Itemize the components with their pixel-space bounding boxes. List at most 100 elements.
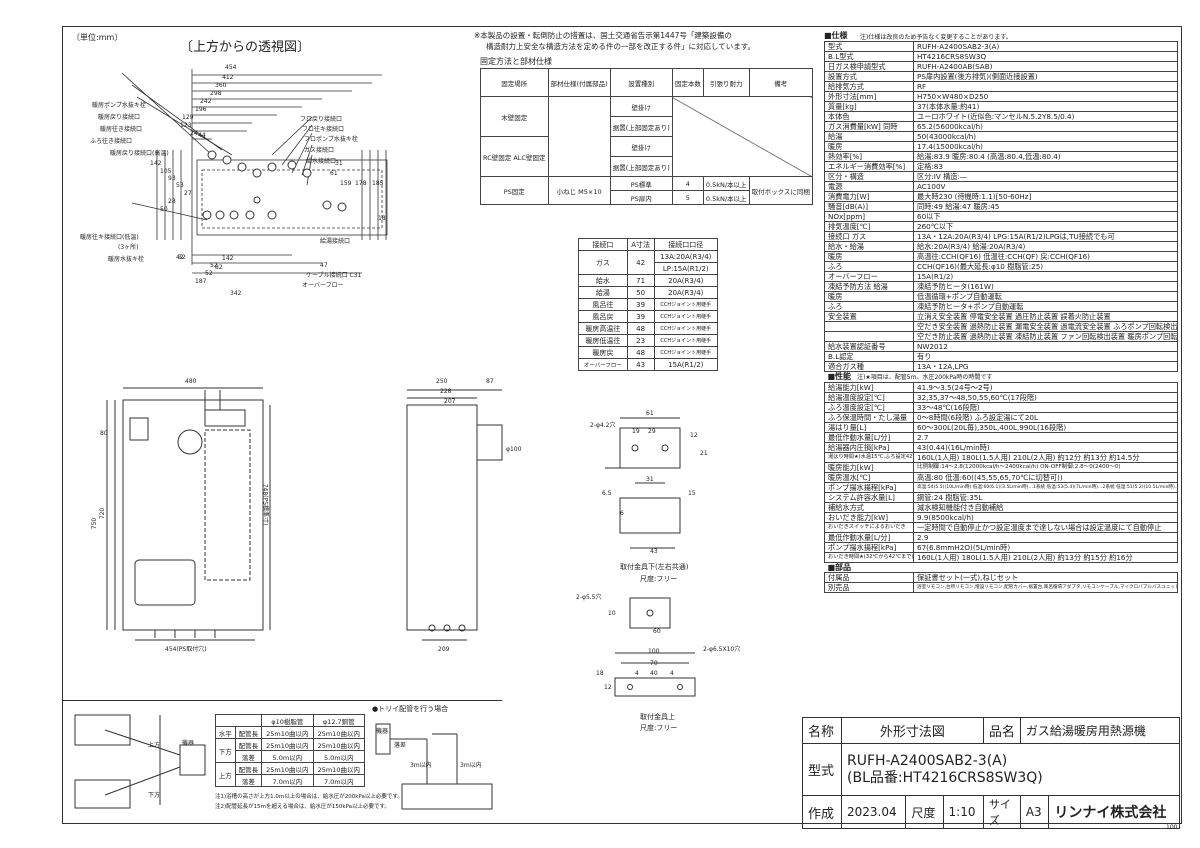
pipe-cell: 25m10曲以内 — [261, 762, 314, 775]
spec-value: 比例制御:14～2.8(12000kcal/h～2400kcal/h) ON-O… — [913, 462, 1178, 473]
spec-row: 空だき安全装置 過熱防止装置 漏電安全装置 過電流安全装置 ふろポンプ回転検出装… — [824, 321, 1178, 332]
spec-row: おいだきスイッチによるおいだき一定時間で自動停止かつ設定温度まで達しない場合は設… — [824, 522, 1178, 533]
conn-cell: 71 — [626, 274, 655, 287]
label-heating-return: 暖房戻り接続口 — [98, 114, 141, 121]
conn-cell: 暖房戻 — [578, 346, 628, 359]
spec-row: おいだき時間★(32℃から42℃まで)160L(1人用) 180L(1.5人用)… — [824, 552, 1178, 563]
label-cable: ケーブル接続口 C31 — [306, 272, 362, 279]
fix-cell: 木壁固定 — [480, 96, 549, 137]
trap-title: ●トリイ配管を行う場合 — [372, 705, 449, 713]
spec-key: ポンプ揚水揚程[kPa] — [824, 542, 914, 553]
front-dim-454: 454(PS取付穴) — [165, 646, 207, 653]
spec-key: 付属品 — [824, 572, 914, 583]
spec-key: 排気温度[℃] — [824, 221, 914, 232]
fix-cell: 4 — [671, 176, 704, 191]
label-water: 給水接続口 — [306, 158, 337, 165]
pipe-cell: 25m10曲以内 — [312, 738, 366, 751]
spec-key: 給湯器内圧損[kPa] — [824, 442, 914, 453]
spec-key: 暖房能力[kW] — [824, 462, 914, 473]
spec-value: RUFH-A2400SAB2-3(A) — [913, 41, 1178, 52]
spec-key — [824, 331, 914, 342]
bracket-lower-drawing — [605, 417, 681, 549]
pipe-cell: 落差 — [234, 774, 263, 787]
b2-4b: 4 — [670, 670, 674, 677]
spec-key: 給水・給湯 — [824, 241, 914, 252]
spec-key: おいだき能力[kW] — [824, 512, 914, 523]
spec-value: 減水検知機能付き自動補給 — [913, 502, 1178, 513]
spec-key: おいだきスイッチによるおいだき — [824, 522, 914, 533]
pipe-cell: 配管長 — [234, 762, 263, 775]
dim-b-82: 82 — [215, 264, 223, 271]
spec-value: 高温往:CCH(QF16) 低温往:CCH(QF) 戻:CCH(QF16) — [913, 251, 1178, 262]
fix-cell: PS扉内 — [609, 190, 673, 205]
b2-100: 100 — [648, 648, 660, 655]
conn-cell: 風呂戻 — [578, 310, 628, 323]
spec-row: 補給水方式減水検知機能付き自動補給 — [824, 502, 1178, 513]
fix-cell: 据置(上部固定あり) — [609, 116, 673, 137]
perf-note: 注)★項目は、配管5m、水圧200kPa時の時間です — [857, 374, 993, 381]
spec-row: 湯はり量[L]60～300L(20L毎),350L,400L,990L(16段階… — [824, 422, 1178, 433]
title-name-value: 外形寸法図 — [841, 717, 984, 744]
fix-cell: PS固定 — [480, 176, 549, 205]
conn-cell: 43 — [626, 358, 655, 371]
label-bath-supply-r: フロ往キ接続口 — [302, 126, 345, 133]
conn-cell: 48 — [626, 322, 655, 335]
title-scale-label: 尺度 — [905, 795, 944, 829]
label-heating-low: 暖房往キ接続口(低温) — [80, 234, 139, 241]
spec-row: 熱効率[%]給湯:83.9 暖房:80.4 (高温:80.4,低温:80.4) — [824, 151, 1178, 162]
side-dim-207: 207 — [444, 398, 456, 405]
dim-side-31: 31 — [335, 160, 343, 167]
spec-value: 高温:54(5.5)(10L/min時) 低温:60(6.1)(3.5L/min… — [913, 482, 1178, 493]
top-view-drawing — [121, 69, 388, 274]
spec-key: 給湯能力[kW] — [824, 382, 914, 393]
conn-cell: CCHジョイント用継手 — [653, 310, 719, 323]
pipe-cell: 7.0m以内 — [312, 774, 366, 787]
side-dim-phi100: φ100 — [506, 446, 522, 453]
fix-cell: RC壁固定 ALC壁固定 — [480, 136, 549, 177]
spec-value: NW2012 — [913, 341, 1178, 352]
spec-value: 低温循環+ポンプ自動運転 — [913, 291, 1178, 302]
spec-value: 13A・12A:20A(R3/4) LPG:15A(R1/2)LPGは,TU接続… — [913, 231, 1178, 242]
spec-key: 外形寸法[mm] — [824, 91, 914, 102]
spec-value: 給水:20A(R3/4) 給湯:20A(R3/4) — [913, 241, 1178, 252]
spec-row: 暖房高温往:CCH(QF16) 低温往:CCH(QF) 戻:CCH(QF16) — [824, 251, 1178, 262]
conn-cell: 20A(R3/4) — [653, 274, 719, 287]
conn-cell: 給湯 — [578, 286, 628, 299]
pipe-cell: 7.0m以内 — [261, 774, 314, 787]
spec-row: 給湯温度設定[℃]32,35,37～48,50,55,60℃(17段階) — [824, 392, 1178, 403]
spec-key: ふろ温度設定[℃] — [824, 402, 914, 413]
spec-key: オーバーフロー — [824, 271, 914, 282]
spec-value: 空だき安全装置 過熱防止装置 漏電安全装置 過電流安全装置 ふろポンプ回転検出装… — [913, 321, 1178, 332]
conn-cell: 給水 — [578, 274, 628, 287]
spec-key: 設置方式 — [824, 71, 914, 82]
pipe-cell: 25m10曲以内 — [261, 726, 314, 739]
spec-key: 湯はり時間★(水温15℃,ふろ設定42℃) — [824, 452, 914, 463]
fix-cell: 据置(上部固定あり) — [609, 156, 673, 177]
spec-row: 凍結予防方法 給湯凍結予防ヒータ(161W) — [824, 281, 1178, 292]
dim-129: 129 — [182, 114, 194, 121]
spec-value: 最大時230 (待機時:1.1)[50-60Hz] — [913, 191, 1178, 202]
label-heating-supply: 暖房往き接続口 — [100, 126, 143, 133]
title-made-label: 作成 — [802, 795, 842, 829]
dim-side-28: 28 — [168, 198, 176, 205]
spec-value: 17.4(15000kcal/h) — [913, 141, 1178, 152]
dim-side-52: 52 — [210, 262, 218, 269]
conn-cell: 暖房低温往 — [578, 334, 628, 347]
dim-side-93: 93 — [168, 175, 176, 182]
conn-cell: 39 — [626, 310, 655, 323]
spec-key: NOx[ppm] — [824, 211, 914, 222]
side-dim-228: 228 — [440, 388, 452, 395]
spec-key: 電源 — [824, 181, 914, 192]
spec-value: 区分:IV 構造:― — [913, 171, 1178, 182]
dim-side-42: 42 — [176, 254, 184, 261]
pipe-cell: 25m10曲以内 — [312, 762, 366, 775]
b2-12: 12 — [604, 684, 612, 691]
spec-key: 日ガス検申請型式 — [824, 61, 914, 72]
